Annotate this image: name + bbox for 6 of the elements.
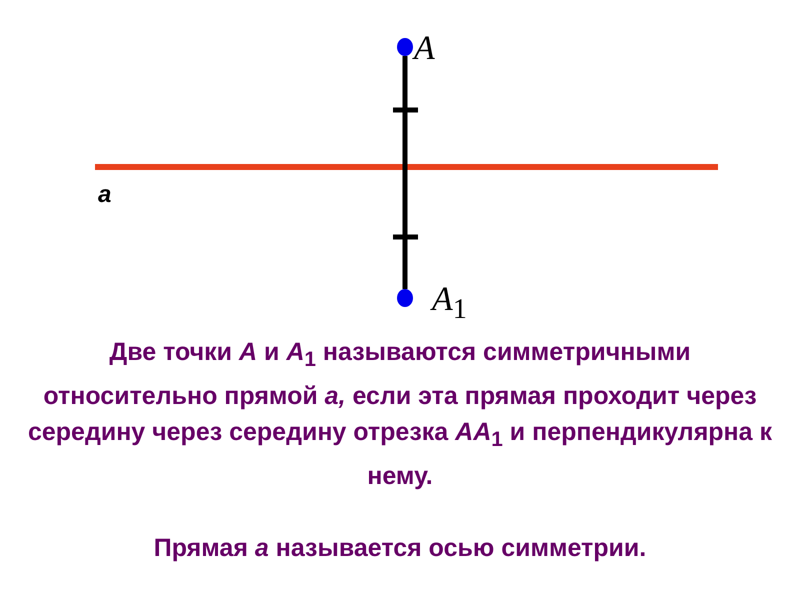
point-label: A$_{1}$: [432, 283, 467, 324]
point-label: A: [414, 32, 435, 66]
line-segment: [402, 56, 408, 289]
text-paragraph: Прямая a называется осью симметрии.: [152, 533, 648, 564]
text-paragraph: Две точки A и A$_{1}$ называются симметричными относительно прямой a, если эта прямая проходит через середину через середину отрезка AA$_{1}$ и перпендикулярна к нему.: [26, 337, 774, 492]
line-label: a: [98, 183, 112, 207]
